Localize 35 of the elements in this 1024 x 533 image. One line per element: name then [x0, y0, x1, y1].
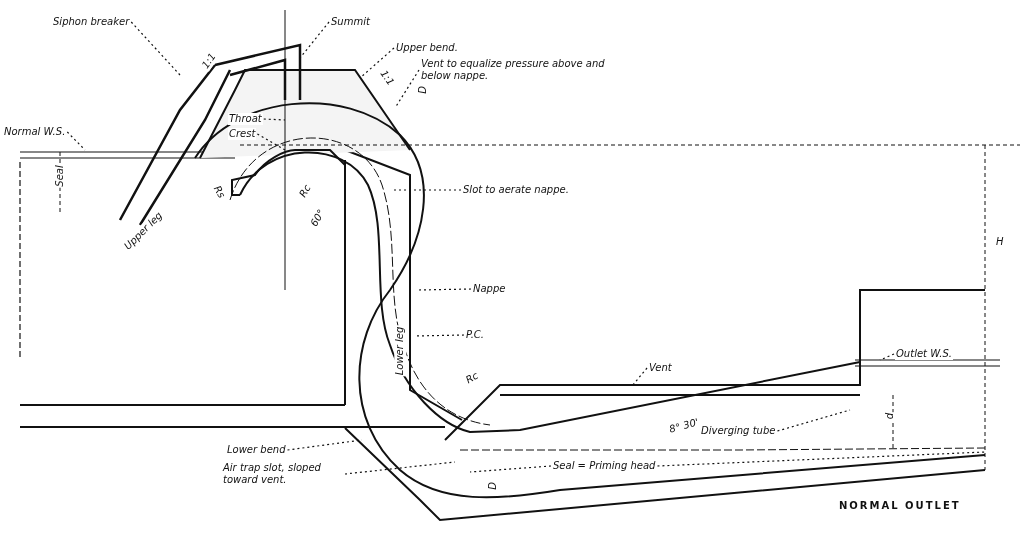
leader-line [776, 409, 851, 432]
leader-line [631, 367, 648, 387]
dimension-label: H [995, 236, 1005, 248]
leader-line [391, 189, 462, 191]
drawing-caption: NORMAL OUTLET [838, 500, 962, 512]
callout-label: Vent [648, 362, 673, 374]
leader-line [256, 133, 286, 151]
dimension-label: Lower leg [394, 325, 407, 377]
leader-line [417, 288, 472, 291]
dimension-label: Seal [53, 164, 66, 188]
dimension-label: D [486, 481, 499, 491]
dimension-label: d [884, 411, 897, 421]
callout-label: P.C. [465, 329, 485, 341]
leader-line [469, 465, 552, 473]
leader-line [656, 451, 986, 467]
leader-line [66, 131, 86, 151]
callout-label: Throat [228, 113, 263, 125]
leader-line [359, 47, 395, 79]
leader-line [414, 334, 465, 337]
leader-line [344, 461, 456, 475]
callout-label: Lower bend [226, 444, 287, 456]
callout-label: Siphon breaker [52, 16, 131, 28]
callout-label: Seal = Priming head [552, 460, 657, 472]
dimension-label: D [416, 85, 429, 95]
leader-line [130, 21, 181, 76]
callout-label: Normal W.S. [3, 126, 67, 138]
callout-label: Slot to aerate nappe. [462, 184, 570, 196]
callout-label: Crest [228, 128, 257, 140]
callout-label: Upper bend. [395, 42, 459, 54]
leader-line [263, 118, 286, 121]
callout-label: Outlet W.S. [895, 348, 953, 360]
callout-label: Diverging tube [700, 425, 777, 437]
callout-label: Nappe [472, 283, 507, 295]
leader-line [299, 21, 330, 59]
callout-label: Summit [330, 16, 371, 28]
